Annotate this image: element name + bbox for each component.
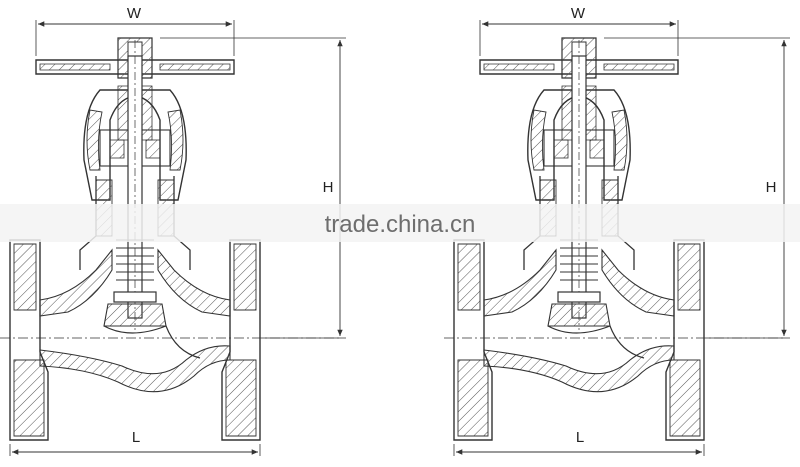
valve-drawing-right: W H L [444,5,790,456]
width-label-right: W [571,5,586,22]
length-label-right: L [576,429,584,446]
length-label-left: L [132,429,140,446]
width-label-left: W [127,5,142,22]
height-label-left: H [323,179,334,196]
watermark-band [0,204,800,242]
watermark-text: trade.china.cn [325,211,476,238]
watermark: trade.china.cn [0,204,800,242]
height-label-right: H [766,179,777,196]
valve-drawing-left: W H L [0,5,346,456]
